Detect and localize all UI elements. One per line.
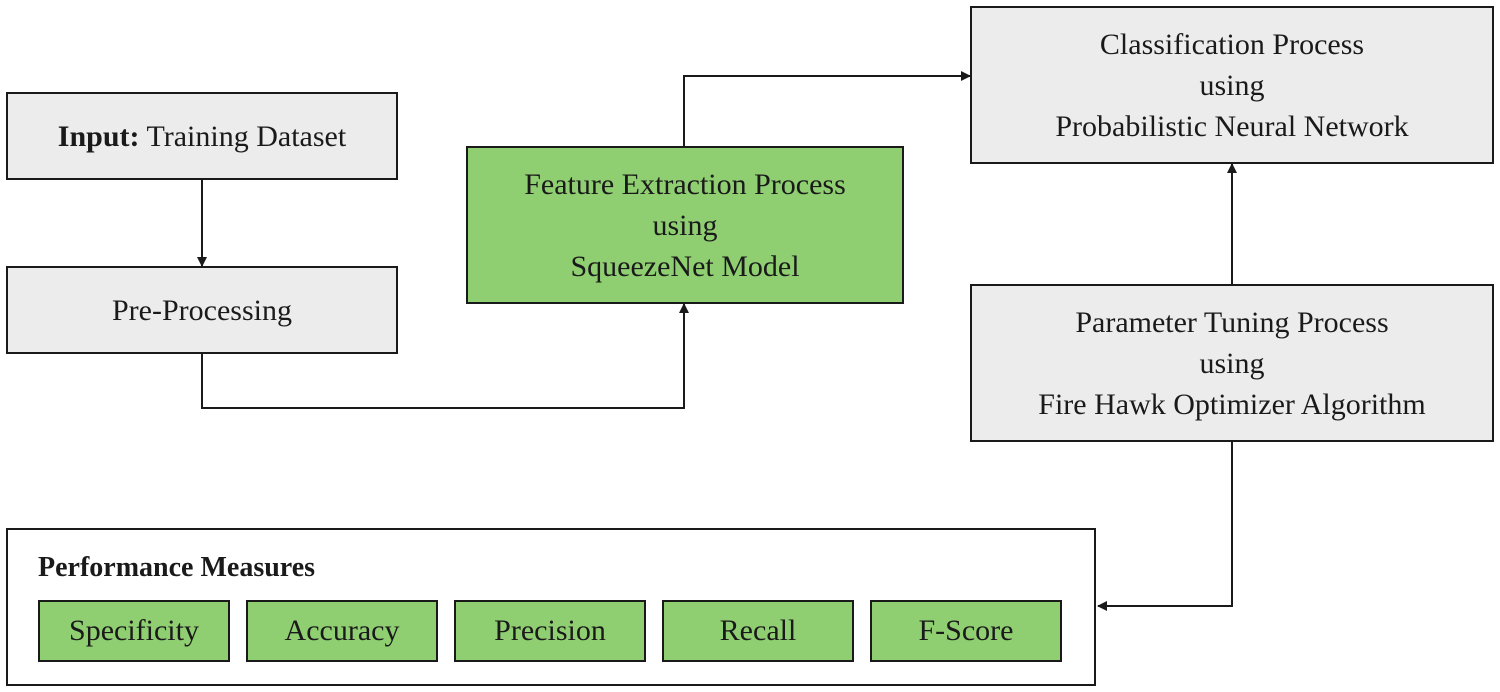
input-node: Input: Training Dataset: [6, 92, 398, 180]
classification-node: Classification Process using Probabilist…: [970, 6, 1494, 164]
input-node-label-bold: Input:: [57, 119, 140, 153]
feature-extraction-line-1: Feature Extraction Process: [524, 167, 846, 201]
metric-specificity: Specificity: [38, 600, 230, 662]
arrow-feature-extraction-to-classification: [683, 71, 971, 146]
preprocessing-node: Pre-Processing: [6, 266, 398, 354]
feature-extraction-line-3: SqueezeNet Model: [570, 249, 800, 283]
arrow-parameter-tuning-to-performance: [1097, 442, 1233, 611]
arrow-preprocessing-to-feature-extraction: [201, 303, 689, 409]
input-node-label-rest: Training Dataset: [139, 119, 347, 153]
feature-extraction-node: Feature Extraction Process using Squeeze…: [466, 146, 904, 304]
parameter-tuning-line-2: using: [1199, 346, 1265, 380]
metric-recall: Recall: [662, 600, 854, 662]
metric-f-score: F-Score: [870, 600, 1062, 662]
metric-accuracy: Accuracy: [246, 600, 438, 662]
feature-extraction-line-2: using: [652, 208, 718, 242]
performance-measures-panel: Performance Measures Specificity Accurac…: [6, 528, 1096, 686]
performance-measures-title: Performance Measures: [38, 552, 316, 583]
metric-precision: Precision: [454, 600, 646, 662]
classification-line-3: Probabilistic Neural Network: [1055, 109, 1409, 143]
parameter-tuning-node: Parameter Tuning Process using Fire Hawk…: [970, 284, 1494, 442]
parameter-tuning-line-1: Parameter Tuning Process: [1075, 305, 1389, 339]
classification-line-2: using: [1199, 68, 1265, 102]
preprocessing-node-label: Pre-Processing: [112, 293, 292, 327]
classification-line-1: Classification Process: [1099, 27, 1365, 61]
parameter-tuning-line-3: Fire Hawk Optimizer Algorithm: [1038, 387, 1426, 421]
input-node-label: Input: Training Dataset: [58, 116, 346, 157]
